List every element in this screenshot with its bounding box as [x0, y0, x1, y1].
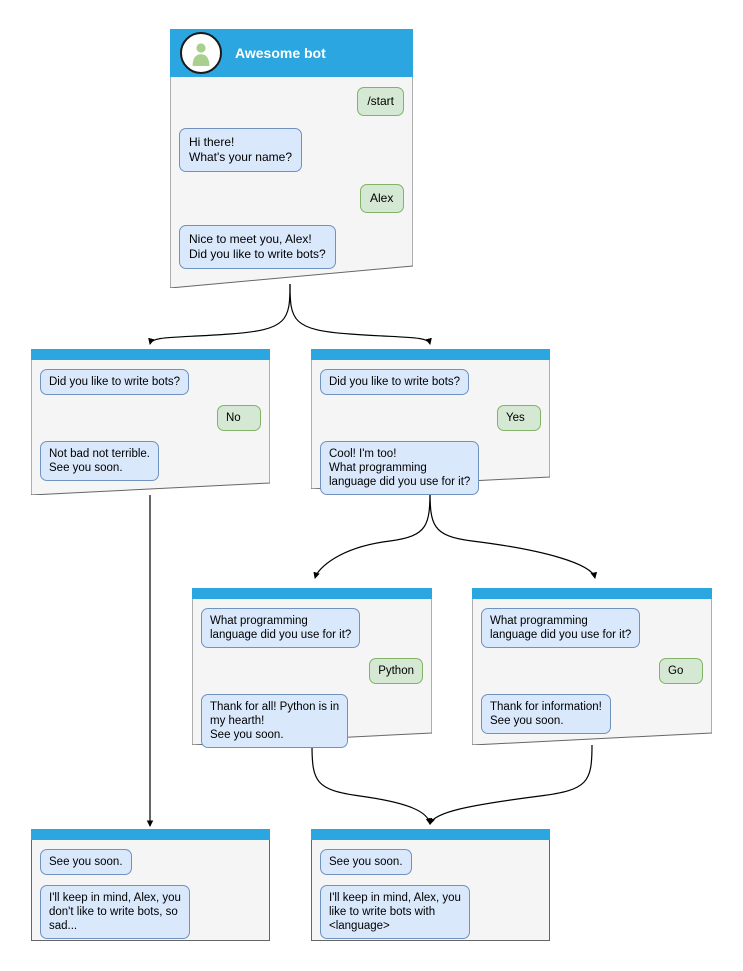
user-message-bubble: No: [217, 405, 261, 431]
user-message-bubble: Alex: [360, 184, 404, 213]
user-message-bubble: /start: [357, 87, 404, 116]
node-end-sad[interactable]: See you soon. I'll keep in mind, Alex, y…: [31, 829, 270, 941]
bot-message-bubble: See you soon.: [40, 849, 132, 875]
message-row: Cool! I'm too! What programming language…: [320, 441, 541, 495]
message-row: See you soon.: [320, 849, 541, 875]
edge-root-to-yes: [289, 283, 432, 345]
edge-python-to-end-happy: [311, 744, 433, 825]
message-row: Yes: [320, 405, 541, 431]
edge-yes-to-python: [313, 488, 431, 579]
bot-message-bubble: Not bad not terrible. See you soon.: [40, 441, 160, 481]
message-row: See you soon.: [40, 849, 261, 875]
node-root-messages: /start Hi there! What's your name? Alex …: [170, 77, 413, 269]
message-row: What programming language did you use fo…: [481, 608, 703, 648]
node-no-branch-messages: Did you like to write bots? No Not bad n…: [31, 361, 270, 481]
message-row: I'll keep in mind, Alex, you don't like …: [40, 885, 261, 939]
node-go-branch-header: [472, 588, 712, 600]
user-message-bubble: Python: [369, 658, 423, 684]
bot-message-bubble: I'll keep in mind, Alex, you like to wri…: [320, 885, 470, 939]
message-row: Hi there! What's your name?: [179, 128, 404, 172]
node-yes-branch-messages: Did you like to write bots? Yes Cool! I'…: [311, 361, 550, 495]
node-root-header: Awesome bot: [170, 29, 423, 77]
node-python-branch[interactable]: What programming language did you use fo…: [192, 588, 432, 748]
message-row: Thank for information! See you soon.: [481, 694, 703, 734]
bot-message-bubble: What programming language did you use fo…: [201, 608, 361, 648]
person-avatar-icon: [180, 32, 222, 74]
bot-message-bubble: Nice to meet you, Alex! Did you like to …: [179, 225, 336, 269]
message-row: Did you like to write bots?: [320, 369, 541, 395]
bot-message-bubble: I'll keep in mind, Alex, you don't like …: [40, 885, 190, 939]
user-message-bubble: Yes: [497, 405, 541, 431]
bot-message-bubble: Did you like to write bots?: [40, 369, 190, 395]
node-end-happy[interactable]: See you soon. I'll keep in mind, Alex, y…: [311, 829, 550, 941]
bot-message-bubble: Did you like to write bots?: [320, 369, 470, 395]
node-python-branch-header: [192, 588, 432, 600]
bot-message-bubble: See you soon.: [320, 849, 412, 875]
message-row: Go: [481, 658, 703, 684]
message-row: Nice to meet you, Alex! Did you like to …: [179, 225, 404, 269]
node-end-sad-header: [31, 829, 270, 841]
message-row: Did you like to write bots?: [40, 369, 261, 395]
bot-message-bubble: Cool! I'm too! What programming language…: [320, 441, 480, 495]
node-yes-branch[interactable]: Did you like to write bots? Yes Cool! I'…: [311, 349, 550, 495]
bot-title: Awesome bot: [235, 45, 326, 61]
node-end-happy-header: [311, 829, 550, 841]
node-no-branch[interactable]: Did you like to write bots? No Not bad n…: [31, 349, 270, 495]
node-go-branch[interactable]: What programming language did you use fo…: [472, 588, 712, 745]
node-end-happy-messages: See you soon. I'll keep in mind, Alex, y…: [311, 841, 550, 939]
node-yes-branch-header: [311, 349, 550, 361]
message-row: /start: [179, 87, 404, 116]
node-root[interactable]: Awesome bot /start Hi there! What's your…: [170, 29, 413, 288]
message-row: Not bad not terrible. See you soon.: [40, 441, 261, 481]
edge-yes-to-go: [429, 488, 598, 579]
bot-message-bubble: What programming language did you use fo…: [481, 608, 641, 648]
node-python-branch-messages: What programming language did you use fo…: [192, 600, 432, 748]
message-row: Thank for all! Python is in my hearth! S…: [201, 694, 423, 748]
edge-root-to-no: [148, 283, 291, 345]
message-row: I'll keep in mind, Alex, you like to wri…: [320, 885, 541, 939]
node-go-branch-messages: What programming language did you use fo…: [472, 600, 712, 734]
user-message-bubble: Go: [659, 658, 703, 684]
message-row: What programming language did you use fo…: [201, 608, 423, 648]
message-row: No: [40, 405, 261, 431]
node-no-branch-header: [31, 349, 270, 361]
message-row: Python: [201, 658, 423, 684]
edge-go-to-end-happy: [428, 744, 593, 825]
bot-message-bubble: Thank for information! See you soon.: [481, 694, 611, 734]
bot-message-bubble: Thank for all! Python is in my hearth! S…: [201, 694, 349, 748]
node-end-sad-messages: See you soon. I'll keep in mind, Alex, y…: [31, 841, 270, 939]
message-row: Alex: [179, 184, 404, 213]
bot-message-bubble: Hi there! What's your name?: [179, 128, 303, 172]
